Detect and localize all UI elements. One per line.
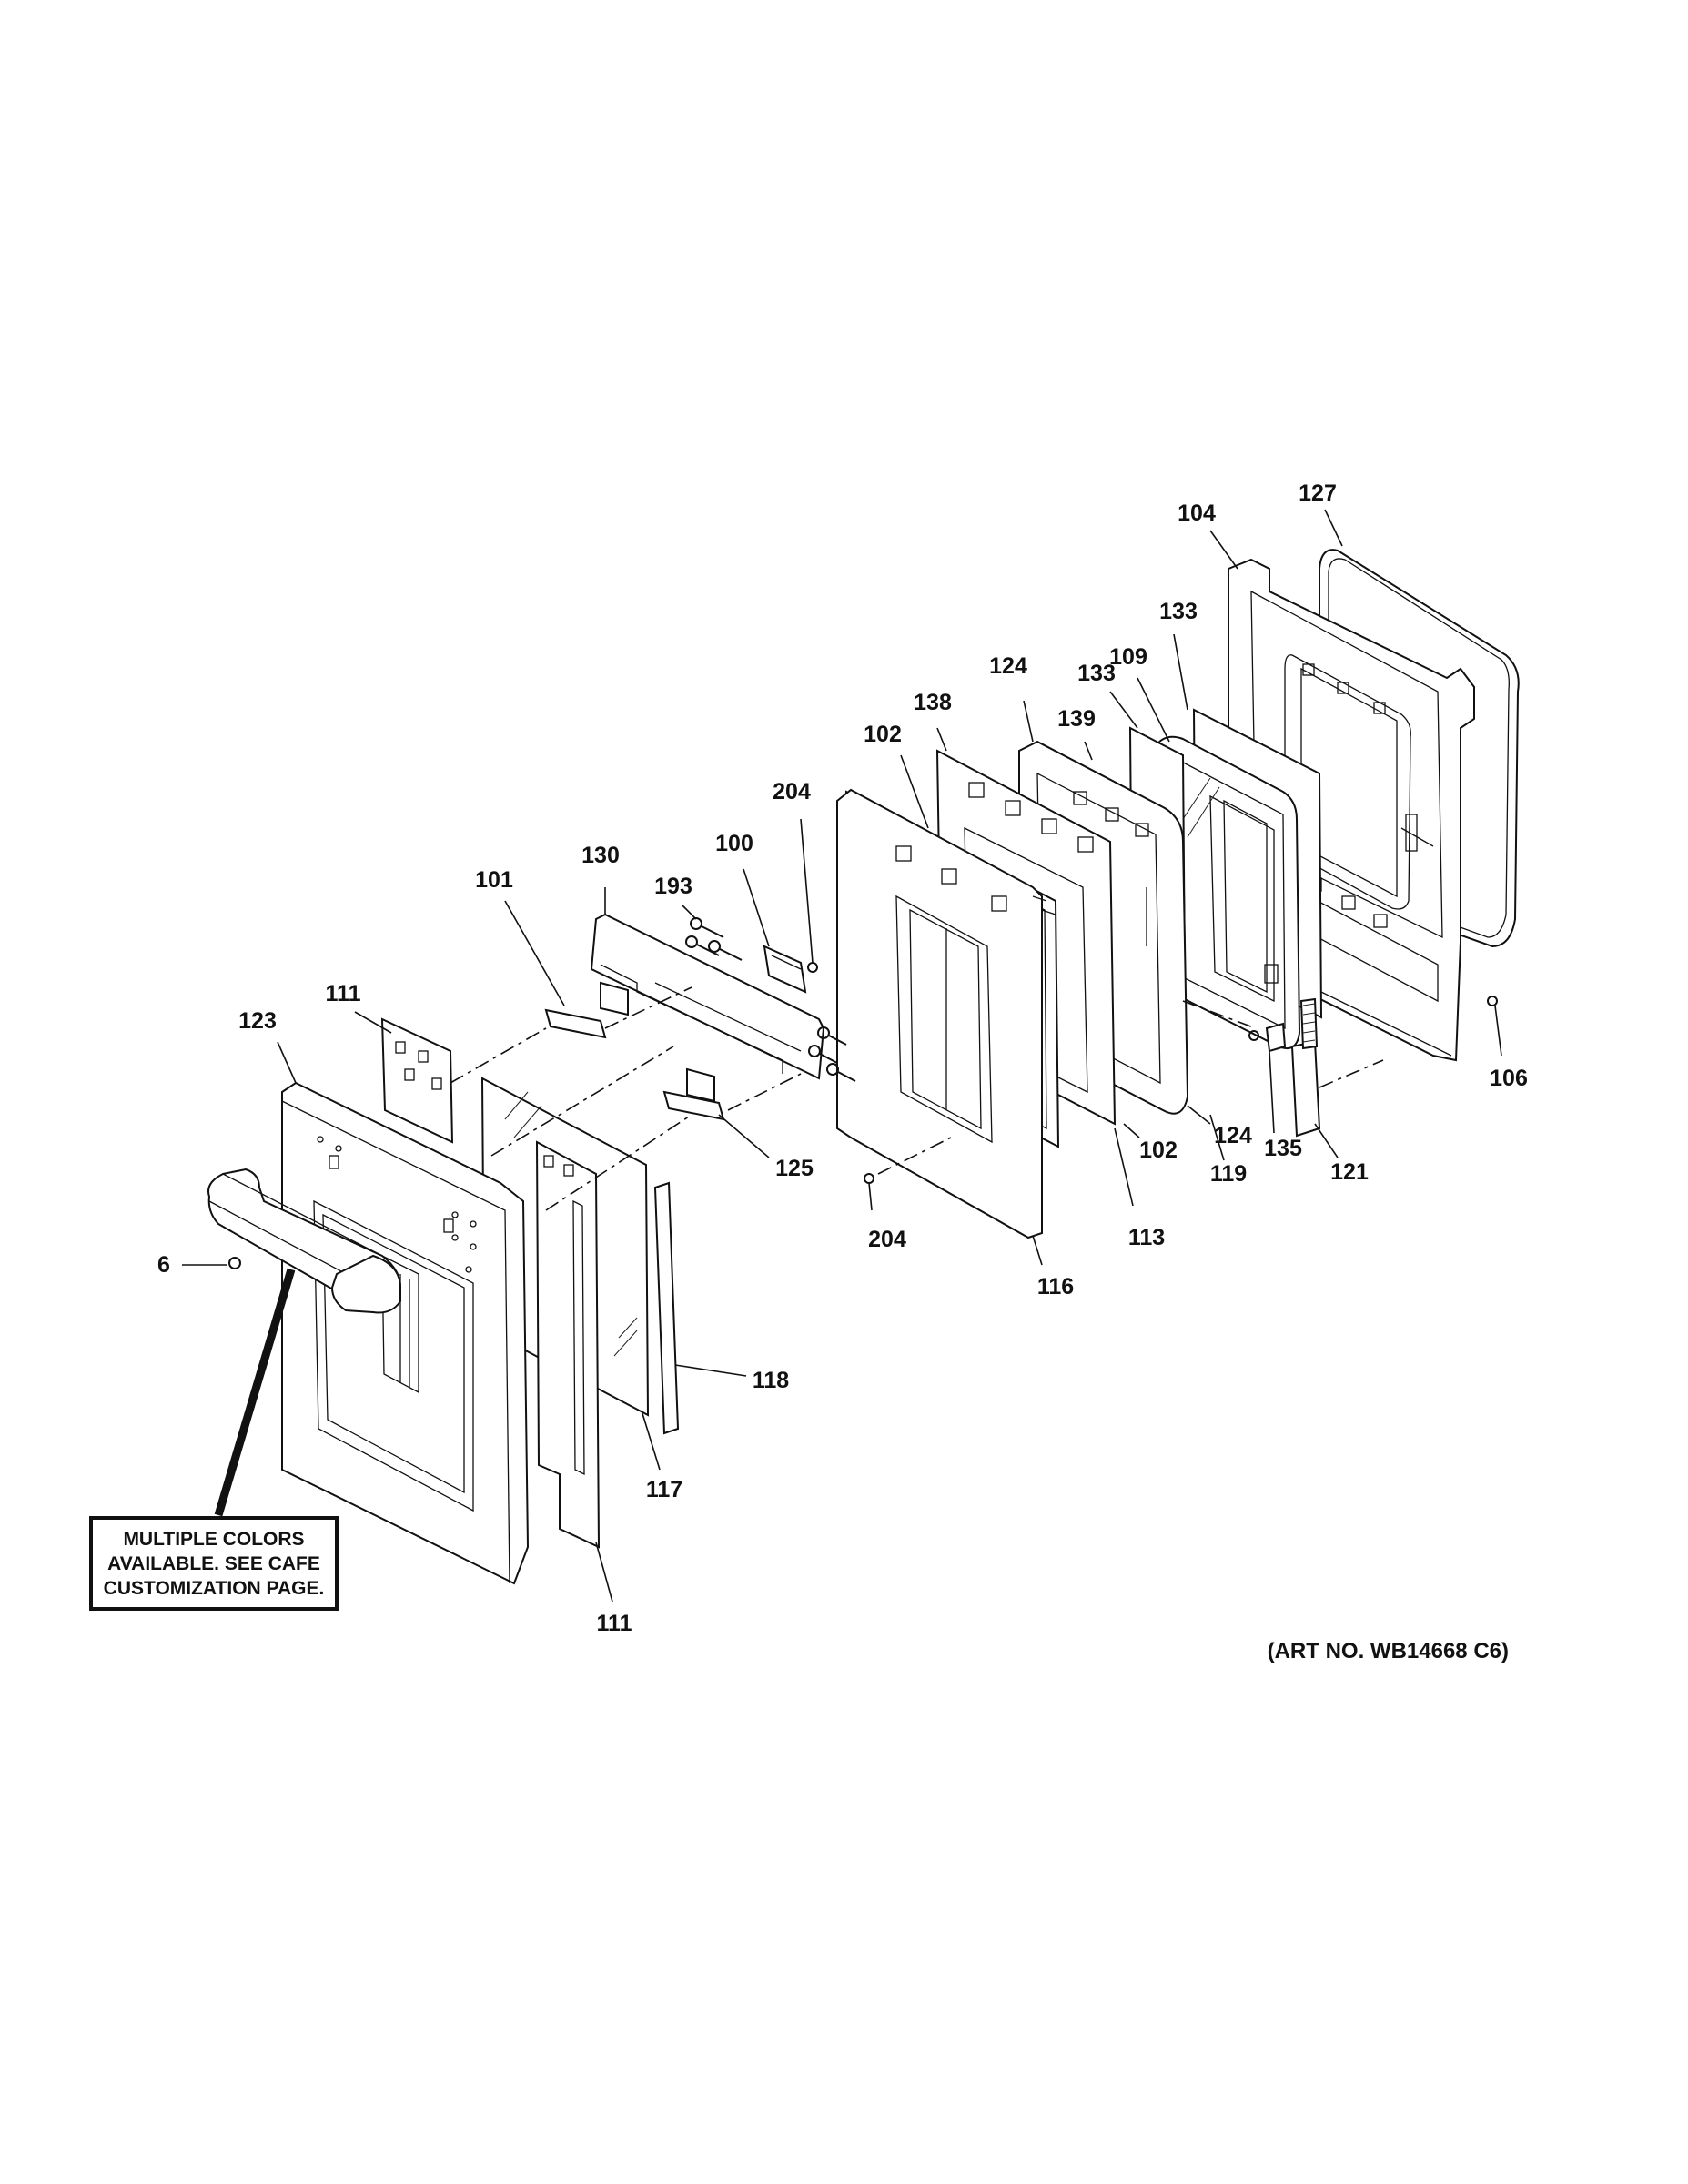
label-111-lower[interactable]: 111: [597, 1611, 632, 1636]
part-labels: 127 104 133 109 133 124 139 138 102 204 …: [157, 480, 1528, 1636]
latch-121: [1290, 997, 1384, 1138]
label-123[interactable]: 123: [238, 1008, 277, 1034]
label-109[interactable]: 109: [1109, 644, 1147, 670]
screw-106: [1487, 996, 1498, 1006]
label-106[interactable]: 106: [1490, 1066, 1528, 1091]
door-liner-116: [836, 788, 1056, 1239]
screw-204-bottom: [864, 1173, 874, 1184]
hinge-125: [662, 1067, 725, 1121]
label-117[interactable]: 117: [646, 1477, 682, 1502]
clip-135: [1248, 1022, 1287, 1053]
label-138[interactable]: 138: [914, 690, 952, 715]
note-line-2: AVAILABLE. SEE CAFE: [107, 1553, 320, 1574]
hinge-bracket-100: [763, 945, 807, 994]
label-101[interactable]: 101: [475, 867, 513, 893]
door-handle[interactable]: [207, 1168, 402, 1314]
label-127[interactable]: 127: [1299, 480, 1337, 506]
label-124-upper[interactable]: 124: [989, 653, 1027, 679]
bracket-111-upper: [380, 1017, 454, 1144]
leader-lines: [277, 509, 1502, 1603]
bracket-111-lower: [535, 1140, 601, 1549]
note-line-3: CUSTOMIZATION PAGE.: [104, 1578, 325, 1599]
label-102-upper[interactable]: 102: [864, 722, 902, 747]
screw-6: [182, 1257, 241, 1269]
label-121[interactable]: 121: [1330, 1159, 1369, 1185]
label-139[interactable]: 139: [1057, 706, 1096, 732]
label-204-lower[interactable]: 204: [868, 1227, 906, 1252]
outer-door-123[interactable]: [281, 1081, 530, 1585]
screws-193: [685, 917, 856, 1082]
note-pointer: [214, 1268, 296, 1517]
label-133-lower[interactable]: 133: [1077, 661, 1116, 686]
label-102-lower[interactable]: 102: [1139, 1138, 1178, 1163]
label-193[interactable]: 193: [654, 874, 692, 899]
label-125[interactable]: 125: [775, 1156, 814, 1181]
label-111-upper[interactable]: 111: [326, 981, 361, 1006]
label-6[interactable]: 6: [157, 1252, 170, 1278]
label-135[interactable]: 135: [1264, 1136, 1302, 1161]
hinge-101: [544, 981, 629, 1039]
screw-204-top: [807, 962, 818, 973]
label-130[interactable]: 130: [581, 843, 620, 868]
label-104[interactable]: 104: [1178, 500, 1216, 526]
note-line-1: MULTIPLE COLORS: [123, 1529, 304, 1550]
gasket-127: [1319, 549, 1520, 948]
label-113[interactable]: 113: [1128, 1225, 1165, 1250]
label-100[interactable]: 100: [715, 831, 753, 856]
label-204-upper[interactable]: 204: [773, 779, 811, 804]
label-118[interactable]: 118: [753, 1368, 789, 1393]
label-119[interactable]: 119: [1210, 1161, 1247, 1187]
side-strip-118: [653, 1181, 680, 1435]
label-133-upper[interactable]: 133: [1159, 599, 1198, 624]
label-116[interactable]: 116: [1037, 1274, 1074, 1299]
colors-note-box: MULTIPLE COLORS AVAILABLE. SEE CAFE CUST…: [89, 1516, 339, 1611]
label-124-lower[interactable]: 124: [1214, 1123, 1252, 1148]
art-number: (ART NO. WB14668 C6): [1268, 1639, 1509, 1663]
alignment-lines: [450, 986, 1257, 1211]
